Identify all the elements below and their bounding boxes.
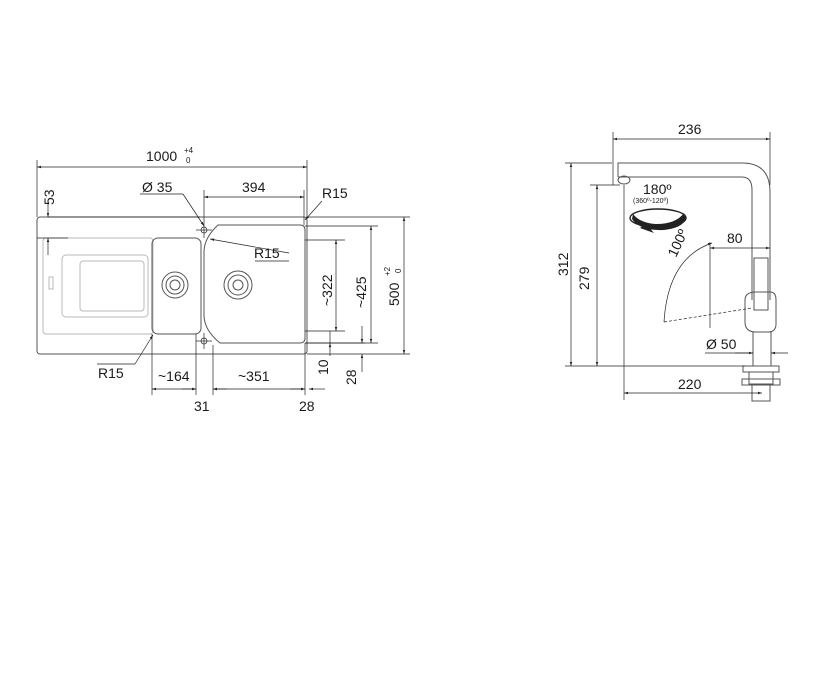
tap-drawing: 100º 236 180º (360º-120º) 80 312 <box>555 121 788 402</box>
gap-between-bowls-label: 31 <box>194 398 210 414</box>
dim-spout-reach <box>612 132 771 185</box>
small-bowl <box>151 237 202 335</box>
spout-height-label: 279 <box>576 266 592 290</box>
radius-bottom-leader <box>134 334 154 365</box>
dim-total-height <box>565 162 745 367</box>
large-bowl <box>203 224 306 344</box>
small-bowl-width-label: ~164 <box>158 368 190 384</box>
inner-depth-label: ~425 <box>353 276 369 308</box>
overall-width-label: 1000 <box>146 148 177 164</box>
radius-top-label: R15 <box>322 185 348 201</box>
overall-width-tol-top: +4 <box>184 146 194 155</box>
dim-overall-depth <box>307 216 410 355</box>
tap-body-lower <box>752 331 772 367</box>
tap-hole-marker-top <box>196 222 212 238</box>
tap-hole-leader <box>182 193 205 227</box>
drainer-inner <box>79 260 145 312</box>
radius-inner-leader <box>209 238 290 254</box>
tap-body-upper <box>753 257 769 311</box>
swivel-range-label: (360º-120º) <box>633 198 668 205</box>
dim-spray-offset <box>709 242 770 328</box>
dim-bottom-margins <box>305 326 365 372</box>
swivel-icon <box>629 208 687 233</box>
right-margin-label: 28 <box>299 398 315 414</box>
drainer-notch <box>48 276 54 290</box>
overall-depth-tol-bottom: 0 <box>394 268 403 273</box>
radius-inner-label: R15 <box>254 245 280 261</box>
pull-angle-label: 100º <box>664 227 691 260</box>
dim-edge-offset <box>37 200 200 255</box>
spout-reach-label: 236 <box>678 121 702 137</box>
base-reach-label: 220 <box>678 376 702 392</box>
main-bowl-width-label: 394 <box>242 179 266 195</box>
drainer-area <box>42 237 154 335</box>
overall-depth-tol-top: +2 <box>383 266 392 276</box>
overall-width-tol-bottom: 0 <box>186 156 191 165</box>
spray-offset-label: 80 <box>727 230 743 246</box>
bottom-margin-28-label: 28 <box>343 369 359 385</box>
base-diameter-label: Ø 50 <box>706 336 737 352</box>
dim-overall-width <box>36 160 308 217</box>
dim-bowl-depth <box>305 239 345 332</box>
tap-hole-label: Ø 35 <box>142 179 173 195</box>
swivel-angle-label: 180º <box>643 181 671 197</box>
edge-offset-label: 53 <box>41 189 57 205</box>
pull-out-hose <box>663 307 753 323</box>
dim-base-reach <box>623 185 762 400</box>
tap-mount <box>748 371 774 385</box>
bottom-margin-10-label: 10 <box>315 359 331 375</box>
dim-spout-height <box>590 184 620 366</box>
large-bowl-drain <box>223 270 253 300</box>
tap-lever-housing <box>744 291 777 333</box>
pull-angle-arc <box>663 242 713 323</box>
sink-drawing: 1000 +4 0 53 Ø 35 394 R15 R15 <box>36 146 410 414</box>
tap-spout-outer <box>617 162 771 300</box>
bowl-depth-label: ~322 <box>319 274 335 306</box>
tap-spout-inner <box>618 176 753 300</box>
dim-main-bowl-width <box>203 190 305 225</box>
drainer-grooves <box>61 254 149 318</box>
tap-base <box>742 365 780 373</box>
small-bowl-drain <box>161 271 189 299</box>
tap-hole-marker-bottom <box>196 333 212 349</box>
dim-bowl-widths <box>151 334 325 395</box>
overall-depth-label: 500 <box>386 282 402 306</box>
radius-bottom-label: R15 <box>98 365 124 381</box>
tap-spray-head <box>617 175 631 185</box>
large-bowl-width-label: ~351 <box>238 368 270 384</box>
total-height-label: 312 <box>555 252 571 276</box>
